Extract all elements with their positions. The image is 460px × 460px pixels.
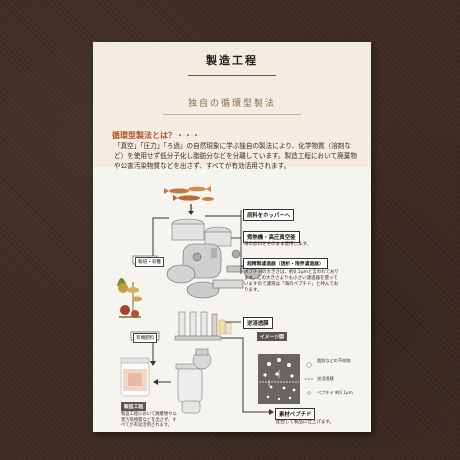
step-peptide-title: 素材ペプチド — [275, 408, 315, 420]
brochure-page: 製造工程 独自の循環型製法 循環型製法とは？・・・ 「真空」「圧力」「ろ過」の自… — [93, 42, 371, 432]
step-ultrafilter-title: 超精製濾過器（透析・限界濾過器） — [243, 258, 328, 269]
tank-illustration — [176, 349, 211, 413]
step-cooker-body: 海の原料をそのまま使用します。 — [244, 242, 354, 248]
step-osmosis-title: 逆浸透膜 — [243, 317, 273, 329]
step-ultrafilter-body: ペプチドの大きさは、約0.1μmと言われております。この大きさよりも小さい濾過器… — [244, 270, 342, 294]
step-peptide-body: 配合して製品に仕上げます。 — [276, 420, 366, 426]
cycle-arrows — [153, 218, 171, 382]
process-illustration — [93, 42, 371, 432]
legend-impurities: 脂肪などの不純物 — [317, 358, 353, 364]
organic-fertilizer-label: 有機肥料 — [133, 333, 157, 343]
mfg-title: 製造工程 — [121, 402, 146, 411]
legend-peptide: ペプチド 約0.1μm — [317, 390, 353, 396]
osmosis-diagram — [258, 354, 313, 404]
step-hopper-title: 原料をホッパーへ — [243, 209, 294, 221]
cultivation-label: 栽培・収穫 — [135, 257, 164, 267]
filter-columns-illustration — [175, 312, 231, 340]
product-jar-illustration — [121, 358, 149, 396]
image-label: イメージ図 — [257, 332, 287, 341]
legend-membrane: 逆浸透膜 — [317, 376, 353, 382]
fish-icon — [164, 186, 214, 201]
mfg-body: 製造工程において廃棄物や公害汚染物質などを出さず、すべてが有効活用されます。 — [121, 412, 179, 429]
plants-illustration — [117, 278, 142, 318]
